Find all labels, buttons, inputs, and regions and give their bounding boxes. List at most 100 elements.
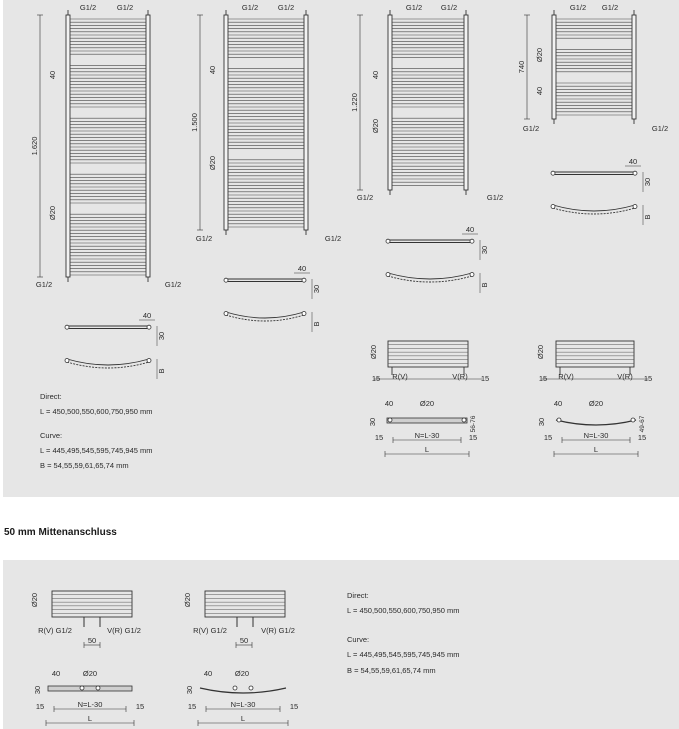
tv3-curved-end-left	[385, 272, 391, 277]
tv3-straight-end-left	[385, 238, 391, 244]
pv2-n-dim-label: N=L-30	[584, 431, 609, 440]
bf2-50-dim-label: 50	[240, 636, 248, 645]
tv2-40: 40	[298, 264, 306, 273]
tv4-straight-end-right	[632, 170, 638, 176]
sf2-phi20: Ø20	[536, 345, 545, 359]
bp2-phi20: Ø20	[235, 669, 249, 678]
sf1-15-left: 15	[372, 374, 380, 383]
pv2-end-left	[556, 417, 562, 423]
sf1-rv: R(V)	[392, 372, 408, 381]
bp2-30: 30	[185, 686, 194, 694]
tv1-curved-curve-inner	[66, 361, 150, 369]
tv2-straight-end-right	[301, 277, 307, 283]
tv4-B: B	[643, 214, 652, 219]
rad2-g12-top-right: G1/2	[278, 3, 294, 12]
sf2-body	[555, 340, 635, 368]
pv2-30: 30	[537, 418, 546, 426]
curve-depths-2: B = 54,55,59,61,65,74 mm	[347, 666, 436, 675]
rad4-right-pipe	[631, 14, 637, 120]
tv2-30: 30	[312, 285, 321, 293]
bp1-l-dim-label: L	[88, 714, 92, 723]
rad1-40: 40	[48, 71, 57, 79]
rad3-40: 40	[371, 71, 380, 79]
tv3-straight-end-right	[469, 238, 475, 244]
tv1-B: B	[157, 368, 166, 373]
pv1-n-dim-label: N=L-30	[415, 431, 440, 440]
bp2-l-dim-label: L	[241, 714, 245, 723]
tv1-30: 30	[157, 332, 166, 340]
bottom-drawing-panel	[3, 560, 679, 729]
bp1-conn-right	[95, 685, 101, 691]
sf2-15-left: 15	[539, 374, 547, 383]
bp1-phi20: Ø20	[83, 669, 97, 678]
rad3-g12-bottom-right: G1/2	[487, 193, 503, 202]
tv2-curved-end-right	[301, 311, 307, 316]
tv2-curved-curve	[225, 311, 305, 319]
rad1-g12-bottom-right: G1/2	[165, 280, 181, 289]
curve-label-2: Curve:	[347, 635, 370, 644]
pv1-range: 56-76	[470, 415, 477, 432]
rad4-g12-bottom-left: G1/2	[523, 124, 539, 133]
sf2-rv: R(V)	[558, 372, 574, 381]
tv1-curved-curve	[66, 358, 150, 366]
bf1-rv: R(V) G1/2	[38, 626, 72, 635]
tv4-curved-end-left	[550, 204, 556, 209]
rad4-g12-bottom-right: G1/2	[652, 124, 668, 133]
rad2-g12-bottom-left: G1/2	[196, 234, 212, 243]
bp1-conn-left	[79, 685, 85, 691]
rad1-g12-bottom-left: G1/2	[36, 280, 52, 289]
rad2-right-pipe	[303, 14, 309, 231]
bp1-40: 40	[52, 669, 60, 678]
pv1-15-left: 15	[375, 433, 383, 442]
bf2-vr: V(R) G1/2	[261, 626, 295, 635]
rad4-height-dim-label: 740	[517, 61, 526, 74]
tv3-curved-curve-inner	[387, 275, 473, 283]
rad3-g12-bottom-left: G1/2	[357, 193, 373, 202]
sf1-body	[387, 340, 469, 368]
rad3-phi20: Ø20	[371, 119, 380, 133]
pv1-phi20: Ø20	[420, 399, 434, 408]
bp2-15-left: 15	[188, 702, 196, 711]
rad3-g12-top-right: G1/2	[441, 3, 457, 12]
tv3-curved-curve	[387, 272, 473, 280]
rad1-phi20: Ø20	[48, 206, 57, 220]
pv2-l-dim-label: L	[594, 445, 598, 454]
curve-label: Curve:	[40, 431, 63, 440]
tv4-straight-end-left	[550, 170, 556, 176]
bp2-conn-left	[232, 685, 238, 691]
tv4-curved-curve	[552, 204, 636, 212]
pv1-30: 30	[368, 418, 377, 426]
rad3-height-dim-label: 1.220	[350, 93, 359, 112]
pv2-curve	[555, 419, 637, 426]
rad1-g12-top-left: G1/2	[80, 3, 96, 12]
bp1-15-left: 15	[36, 702, 44, 711]
bp1-30: 30	[33, 686, 42, 694]
pv1-l-dim-label: L	[425, 445, 429, 454]
pv2-phi20: Ø20	[589, 399, 603, 408]
tv2-straight-end-left	[223, 277, 229, 283]
rad2-left-pipe	[223, 14, 229, 231]
direct-label: Direct:	[40, 392, 62, 401]
sf2-vr: V(R)	[617, 372, 633, 381]
tv1-curved-end-right	[146, 358, 152, 363]
bf2-phi20: Ø20	[183, 593, 192, 607]
curve-depths: B = 54,55,59,61,65,74 mm	[40, 461, 129, 470]
bf2-rv: R(V) G1/2	[193, 626, 227, 635]
tv1-40: 40	[143, 311, 151, 320]
rad2-g12-top-left: G1/2	[242, 3, 258, 12]
sf1-15-right: 15	[481, 374, 489, 383]
bf1-vr: V(R) G1/2	[107, 626, 141, 635]
tv1-curved-end-left	[64, 358, 70, 363]
tv2-curved-curve-inner	[225, 314, 305, 322]
sf1-phi20: Ø20	[369, 345, 378, 359]
rad2-40: 40	[208, 66, 217, 74]
tv4-curved-curve-inner	[552, 207, 636, 215]
tv2-curved-end-left	[223, 311, 229, 316]
bp2-curve	[199, 687, 287, 694]
pv1-40: 40	[385, 399, 393, 408]
tv4-curved-end-right	[632, 204, 638, 209]
curve-lengths-2: L = 445,495,545,595,745,945 mm	[347, 650, 460, 659]
bp1-15-right: 15	[136, 702, 144, 711]
rad4-left-pipe	[551, 14, 557, 120]
